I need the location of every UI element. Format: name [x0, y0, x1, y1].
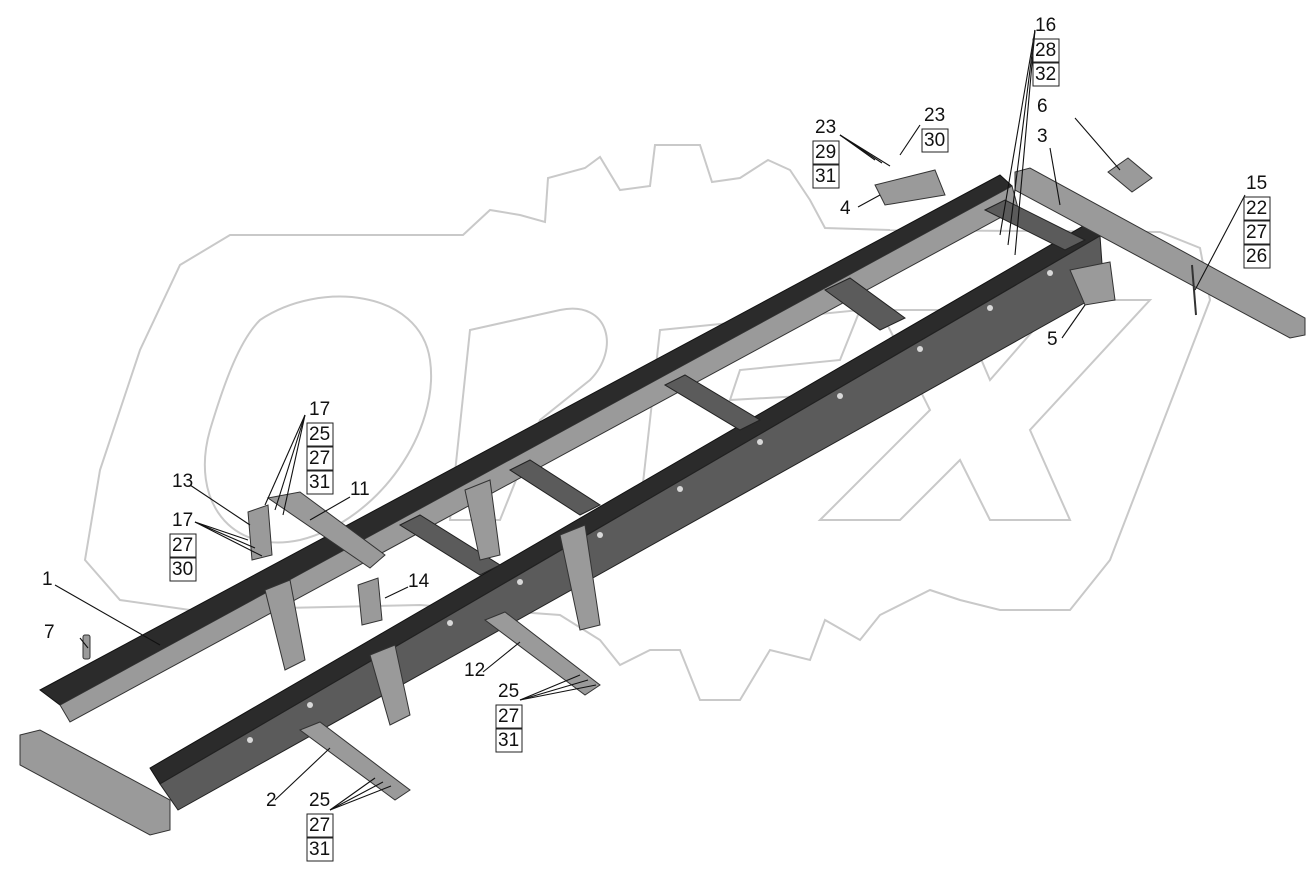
crossmember-a [398, 514, 502, 576]
mounting-plate [1107, 157, 1153, 193]
spring-bracket-front-left [264, 579, 306, 671]
stack-16-item: 16 [1035, 15, 1056, 36]
rear-mudguard-bracket [1069, 261, 1116, 306]
stack-17a-item: 27 [309, 448, 330, 469]
stack-25-27-31-lower: 25 27 31 [306, 790, 334, 862]
stack-23b-item: 30 [924, 130, 945, 151]
stack-25-27-31-upper: 25 27 31 [495, 681, 523, 753]
stack-23a-item: 23 [815, 117, 836, 138]
spring-bracket-mid-left [464, 479, 501, 561]
beam-2 [298, 721, 411, 801]
chassis-frame [19, 157, 1306, 836]
stack-25a-item: 27 [498, 706, 519, 727]
stack-17-27-30: 17 27 30 [169, 510, 197, 582]
beam-12 [483, 611, 601, 696]
stack-25b-item: 27 [309, 815, 330, 836]
crossmember-e [983, 199, 1087, 251]
callout-6: 6 [1037, 96, 1048, 117]
stack-17b-item: 27 [172, 535, 193, 556]
stack-15-item: 15 [1246, 173, 1267, 194]
callout-1: 1 [42, 569, 53, 590]
stack-16-item: 32 [1035, 64, 1056, 85]
callout-13: 13 [172, 471, 193, 492]
stack-25b-item: 31 [309, 839, 330, 860]
callout-14: 14 [408, 571, 430, 592]
callout-5: 5 [1047, 329, 1058, 350]
stack-15-item: 26 [1246, 246, 1267, 267]
stack-17a-item: 17 [309, 399, 330, 420]
stack-23a-item: 31 [815, 166, 836, 187]
stack-17a-item: 31 [309, 472, 330, 493]
stack-16-28-32: 16 28 32 [1032, 15, 1060, 87]
callouts: 1 2 3 4 5 6 7 11 12 13 14 [42, 96, 1058, 811]
stack-15-22-27-26: 15 22 27 26 [1243, 173, 1271, 269]
stack-17b-item: 17 [172, 510, 193, 531]
hanger-13 [247, 504, 273, 561]
hanger-14 [357, 577, 383, 626]
watermark [83, 144, 1212, 701]
stack-25a-item: 25 [498, 681, 519, 702]
crossmember-b [508, 459, 602, 516]
callout-3: 3 [1037, 126, 1048, 147]
right-rail-web [159, 235, 1105, 811]
left-side-rail [39, 174, 1013, 706]
front-bumper-crossmember [19, 729, 171, 836]
stack-17-25-27-31: 17 25 27 31 [306, 399, 334, 495]
stack-16-item: 28 [1035, 40, 1056, 61]
stack-25b-item: 25 [309, 790, 330, 811]
crossmember-c [663, 374, 762, 431]
crossbeam-11 [266, 491, 386, 569]
stack-23b-item: 23 [924, 105, 945, 126]
callout-12: 12 [464, 660, 485, 681]
stack-17a-item: 25 [309, 424, 330, 445]
spring-bracket-front-right [369, 644, 411, 726]
spring-bracket-mid-right [559, 524, 601, 631]
leader-lines [54, 29, 1246, 811]
stack-23-29-31: 23 29 31 [812, 117, 840, 189]
crossmember-d [824, 277, 906, 331]
stack-25a-item: 31 [498, 730, 519, 751]
stack-23-30: 23 30 [921, 105, 949, 153]
callout-7: 7 [44, 622, 55, 643]
callout-4: 4 [840, 198, 851, 219]
stack-17b-item: 30 [172, 559, 193, 580]
stack-15-item: 27 [1246, 222, 1267, 243]
rod-15 [1191, 264, 1197, 316]
callout-11: 11 [350, 479, 370, 500]
callout-2: 2 [266, 790, 277, 811]
bracket [874, 169, 946, 206]
stack-15-item: 22 [1246, 198, 1267, 219]
stack-23a-item: 29 [815, 142, 836, 163]
